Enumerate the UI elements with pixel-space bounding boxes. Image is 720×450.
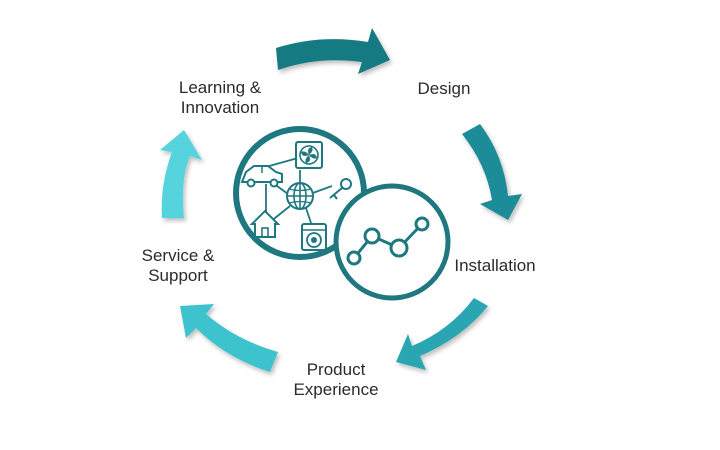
stage-label-service-support: Service & Support bbox=[141, 246, 215, 285]
house-icon bbox=[249, 209, 281, 238]
washing-machine-icon bbox=[301, 223, 327, 251]
arrow-product-to-service bbox=[180, 304, 278, 372]
line-chart-icon bbox=[346, 216, 430, 266]
analytics-circle bbox=[333, 183, 451, 301]
stage-label-design: Design bbox=[417, 79, 471, 98]
fan-icon bbox=[295, 141, 323, 169]
stage-label-product-experience: Product Experience bbox=[293, 360, 379, 399]
stage-label-learning-innovation: Learning & Innovation bbox=[178, 78, 262, 117]
arrow-learning-to-design bbox=[276, 28, 390, 74]
arrow-design-to-installation bbox=[462, 124, 522, 220]
arrow-service-to-learning bbox=[160, 130, 202, 218]
car-icon bbox=[240, 165, 283, 188]
connected-devices-hub bbox=[233, 126, 367, 260]
key-icon bbox=[329, 178, 352, 200]
arrow-installation-to-product bbox=[396, 298, 488, 370]
stage-label-installation: Installation bbox=[454, 256, 536, 275]
globe-icon bbox=[286, 182, 314, 210]
